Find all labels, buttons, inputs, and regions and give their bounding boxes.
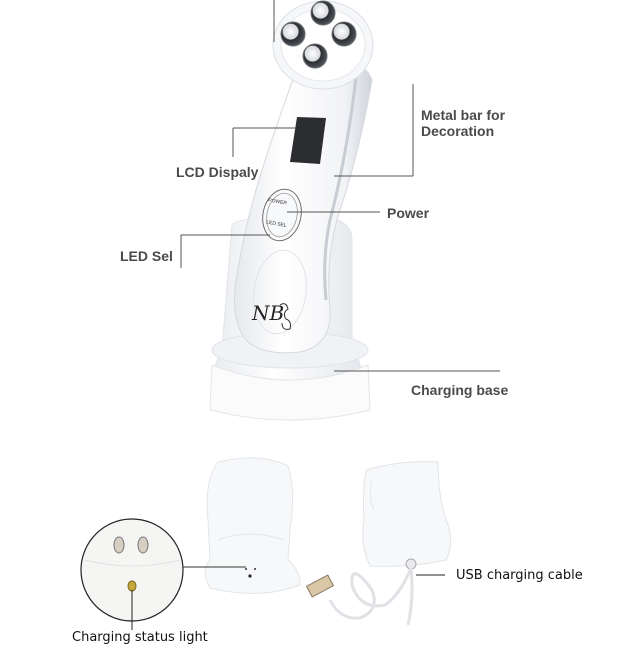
label-power: Power bbox=[387, 205, 430, 221]
charging-base-front bbox=[204, 457, 301, 594]
label-usb-charging-cable: USB charging cable bbox=[456, 568, 583, 583]
label-charging-status-light: Charging status light bbox=[72, 630, 208, 645]
label-led-sel: LED Sel bbox=[120, 248, 173, 264]
charging-base-back bbox=[362, 461, 452, 570]
label-lcd-display: LCD Dispaly bbox=[176, 164, 259, 180]
svg-text:NB: NB bbox=[251, 301, 284, 325]
label-metal-bar-line2: Decoration bbox=[421, 123, 495, 139]
label-metal-bar-line1: Metal bar for bbox=[421, 107, 506, 123]
device-body: NB bbox=[233, 0, 374, 354]
usb-cable bbox=[305, 567, 414, 626]
label-metal-bar: Metal bar for Decoration bbox=[421, 107, 505, 139]
label-charging-base: Charging base bbox=[411, 382, 509, 398]
charging-contacts-closeup bbox=[80, 518, 184, 622]
